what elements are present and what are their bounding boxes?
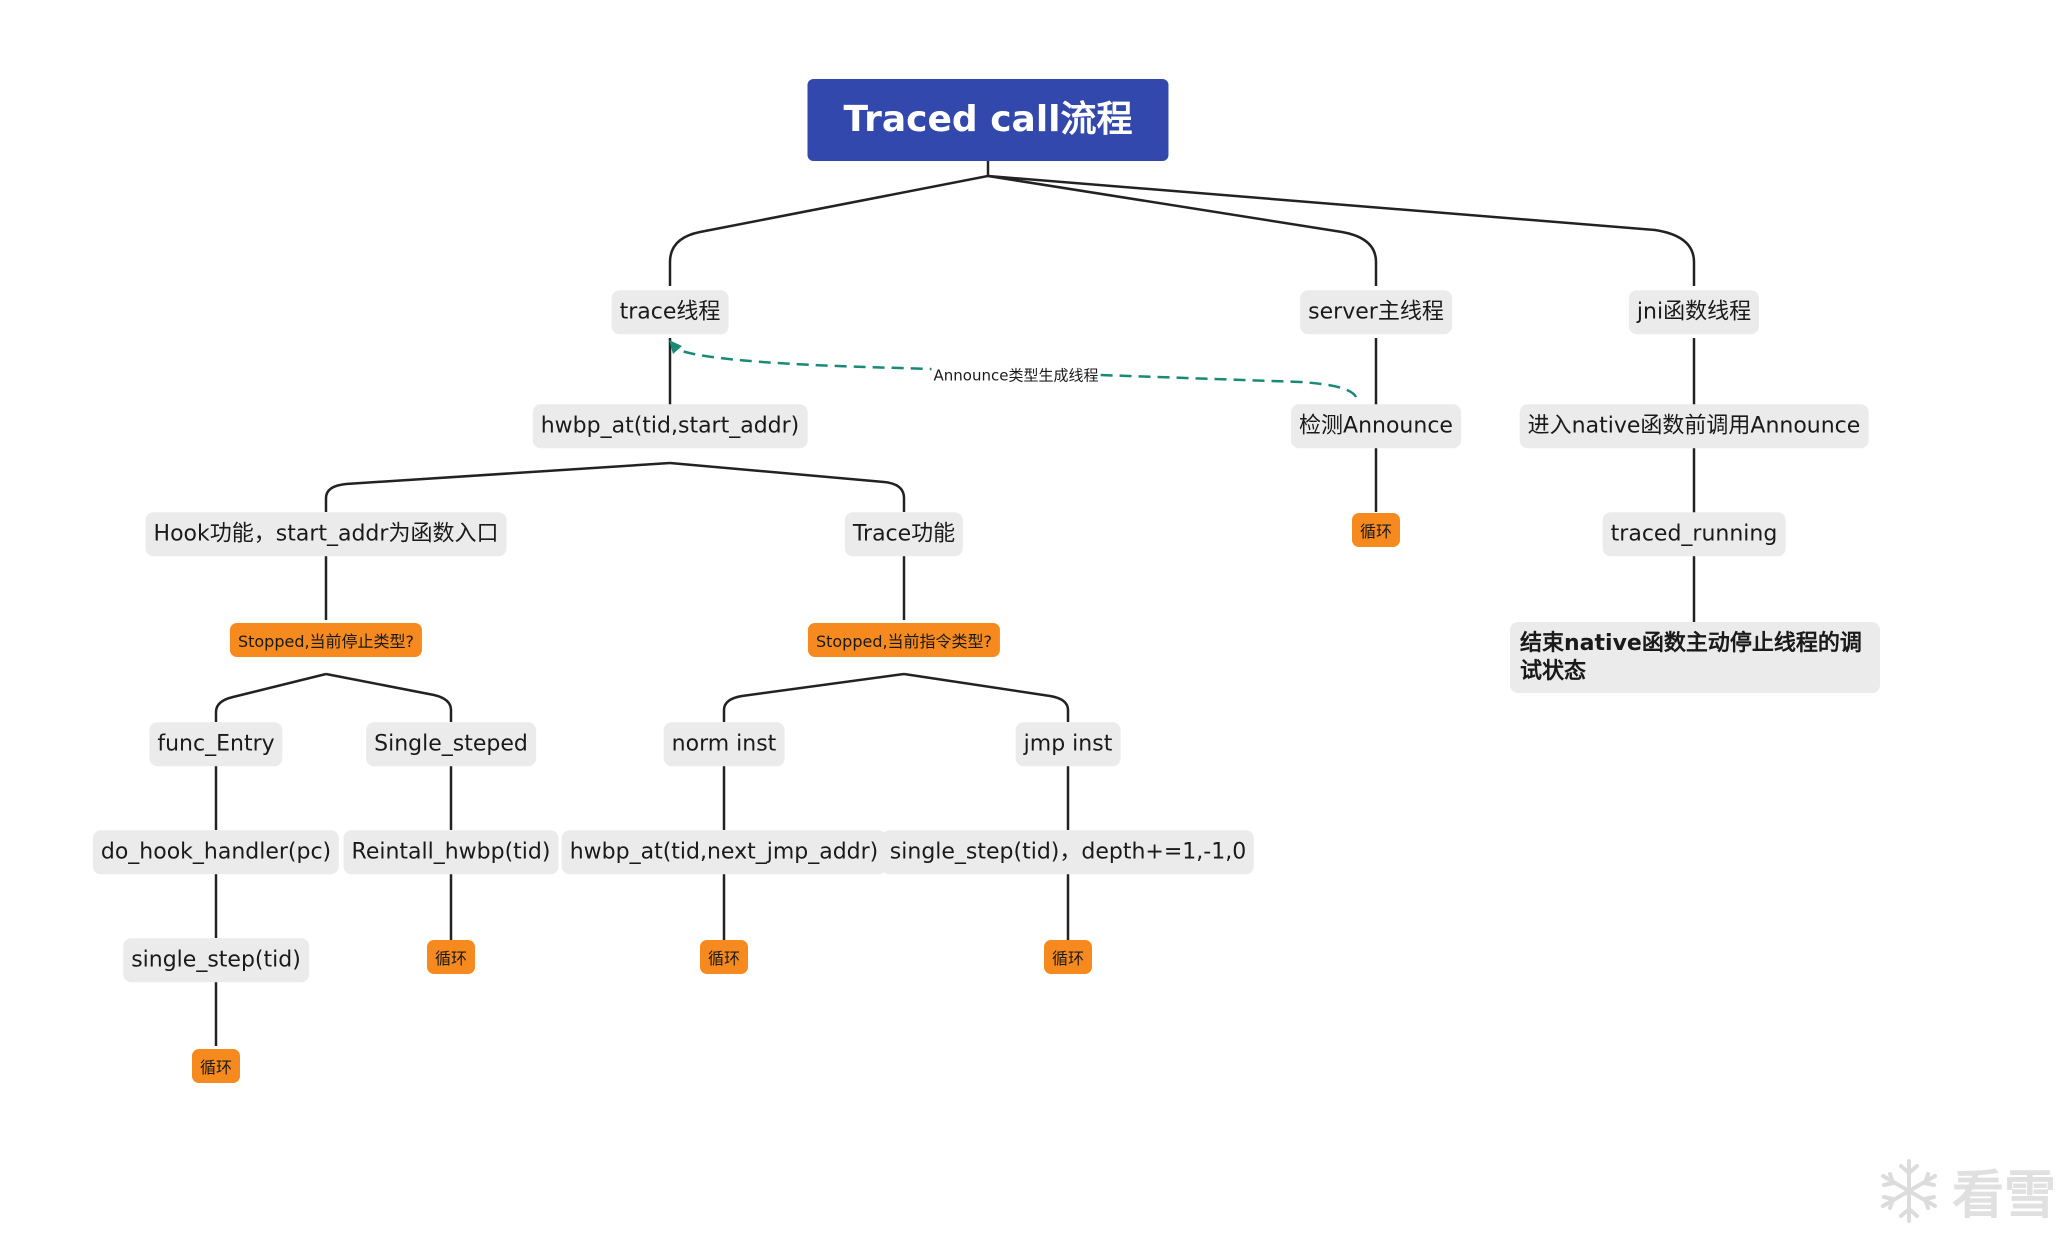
watermark: 看雪 [1874,1153,2056,1228]
stopped-inst-type-label: Stopped,当前指令类型? [815,632,993,651]
tag-stopped-stop-type: Stopped,当前停止类型? [229,623,423,657]
edge-label-announce: Announce类型生成线程 [931,364,1101,386]
loop-label: 循环 [1359,522,1393,541]
loop-label: 循环 [707,949,741,968]
node-do-hook-handler: do_hook_handler(pc) [92,830,340,874]
snowflake-icon [1880,1158,1937,1223]
hook-feature-label: Hook功能，start_addr为函数入口 [153,521,499,547]
enter-native-label: 进入native函数前调用Announce [1527,413,1861,439]
node-single-steped: Single_steped [366,722,536,766]
detect-announce-label: 检测Announce [1299,413,1453,439]
node-hwbp-start: hwbp_at(tid,start_addr) [532,404,808,448]
node-trace-feature: Trace功能 [844,512,964,556]
do-hook-handler-label: do_hook_handler(pc) [100,839,332,865]
node-jmp-inst: jmp inst [1015,722,1121,766]
edge-root-server [987,174,1378,286]
edge-stop-norm [722,672,905,722]
edge-announce-dashed [674,346,1358,398]
root-title: Traced call流程 [843,99,1133,140]
node-trace-thread: trace线程 [611,290,729,334]
stopped-stop-type-label: Stopped,当前停止类型? [237,632,415,651]
jni-thread-label: jni函数线程 [1636,299,1752,325]
edge-root-trace [668,161,990,286]
tag-loop-server: 循环 [1351,513,1401,547]
trace-feature-label: Trace功能 [852,521,956,547]
reintall-hwbp-label: Reintall_hwbp(tid) [351,839,551,865]
single-steped-label: Single_steped [374,731,528,757]
node-traced-running: traced_running [1602,512,1786,556]
tag-loop-single-step: 循环 [191,1049,241,1083]
jmp-inst-label: jmp inst [1023,731,1113,757]
func-entry-label: func_Entry [157,731,275,757]
tag-loop-single-step-depth: 循环 [1043,940,1093,974]
node-jni-thread: jni函数线程 [1628,290,1760,334]
node-func-entry: func_Entry [149,722,283,766]
announce-edge-text: Announce类型生成线程 [933,366,1099,385]
end-native-label: 结束native函数主动停止线程的调试状态 [1520,631,1862,684]
watermark-text: 看雪 [1951,1166,2056,1226]
node-end-native: 结束native函数主动停止线程的调试状态 [1510,622,1880,693]
node-detect-announce: 检测Announce [1291,404,1461,448]
hwbp-next-jmp-label: hwbp_at(tid,next_jmp_addr) [569,839,879,865]
loop-label: 循环 [199,1058,233,1077]
norm-inst-label: norm inst [671,731,777,757]
tag-loop-hwbp-next: 循环 [699,940,749,974]
node-server-thread: server主线程 [1300,290,1452,334]
edge-stop-singlesteped [325,672,453,722]
announce-arrowhead [669,340,682,354]
node-hook-feature: Hook功能，start_addr为函数入口 [145,512,507,556]
tag-loop-reintall: 循环 [426,940,476,974]
node-hwbp-next-jmp: hwbp_at(tid,next_jmp_addr) [561,830,887,874]
edge-root-jni [987,174,1696,286]
tag-stopped-inst-type: Stopped,当前指令类型? [807,623,1001,657]
traced-running-label: traced_running [1610,521,1778,547]
edge-hwbp-tracefunc [669,461,906,512]
node-single-step-depth: single_step(tid)，depth+=1,-1,0 [881,830,1255,874]
server-thread-label: server主线程 [1308,299,1444,325]
node-enter-native: 进入native函数前调用Announce [1519,404,1869,448]
single-step-label: single_step(tid) [131,947,301,973]
node-norm-inst: norm inst [663,722,785,766]
edge-stop-jmp [903,672,1070,722]
edge-hwbp-hook [324,461,671,512]
edge-stop-funcentry [214,672,327,722]
node-single-step: single_step(tid) [123,938,309,982]
hwbp-start-label: hwbp_at(tid,start_addr) [540,413,800,439]
single-step-depth-label: single_step(tid)，depth+=1,-1,0 [889,839,1247,865]
loop-label: 循环 [434,949,468,968]
root-node: Traced call流程 [807,79,1169,161]
loop-label: 循环 [1051,949,1085,968]
node-reintall-hwbp: Reintall_hwbp(tid) [343,830,559,874]
trace-thread-label: trace线程 [619,299,721,325]
